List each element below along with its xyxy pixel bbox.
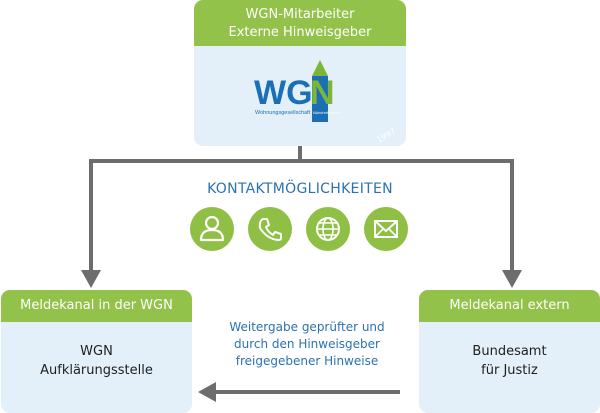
connector-left-down (89, 159, 93, 273)
internal-channel-line2: Aufklärungsstelle (40, 363, 153, 378)
phone-icon (258, 218, 282, 241)
svg-text:N: N (310, 74, 335, 112)
globe-icon (316, 217, 340, 241)
source-title-line1: WGN-Mitarbeiter (245, 7, 355, 22)
connector-vertical-top (298, 146, 302, 162)
connector-bottom-arrow (214, 390, 400, 394)
arrow-down-left-icon (81, 270, 101, 288)
mail-icon (374, 220, 398, 238)
external-channel-box: Meldekanal extern Bundesamt für Justiz (419, 290, 600, 413)
contact-heading: KONTAKTMÖGLICHKEITEN (207, 181, 393, 197)
connector-right-down (510, 159, 514, 273)
source-box-header: WGN-Mitarbeiter Externe Hinweisgeber (194, 0, 406, 46)
source-title-line2: Externe Hinweisgeber (228, 25, 372, 40)
source-box: WGN-Mitarbeiter Externe Hinweisgeber WG … (194, 0, 406, 146)
connector-horizontal (89, 159, 514, 163)
internal-channel-line1: WGN (80, 344, 113, 359)
svg-text:WG: WG (254, 74, 313, 112)
external-channel-title: Meldekanal extern (419, 290, 600, 322)
phone-contact (248, 207, 292, 251)
external-channel-line2: für Justiz (481, 363, 538, 378)
arrow-down-right-icon (502, 270, 522, 288)
note-line2: durch den Hinweisgeber (233, 337, 380, 351)
mail-contact (364, 207, 408, 251)
internal-channel-title: Meldekanal in der WGN (1, 290, 192, 322)
arrow-left-icon (198, 382, 216, 402)
web-contact (306, 207, 350, 251)
wgn-logo: WG N Wohnungsgesellschaft Nünchritz mbH (254, 60, 340, 122)
external-channel-line1: Bundesamt (472, 344, 547, 359)
note-line1: Weitergabe geprüfter und (229, 320, 385, 334)
logo-subtext: Wohnungsgesellschaft (255, 110, 311, 116)
note-line3: freigegebener Hinweise (235, 354, 379, 368)
watermark: 1997 (374, 126, 397, 145)
forwarding-note: Weitergabe geprüfter und durch den Hinwe… (207, 319, 407, 370)
logo-city: Nünchritz mbH (313, 110, 340, 115)
internal-channel-box: Meldekanal in der WGN WGN Aufklärungsste… (1, 290, 192, 413)
person-contact (190, 207, 234, 251)
person-icon (199, 215, 225, 242)
